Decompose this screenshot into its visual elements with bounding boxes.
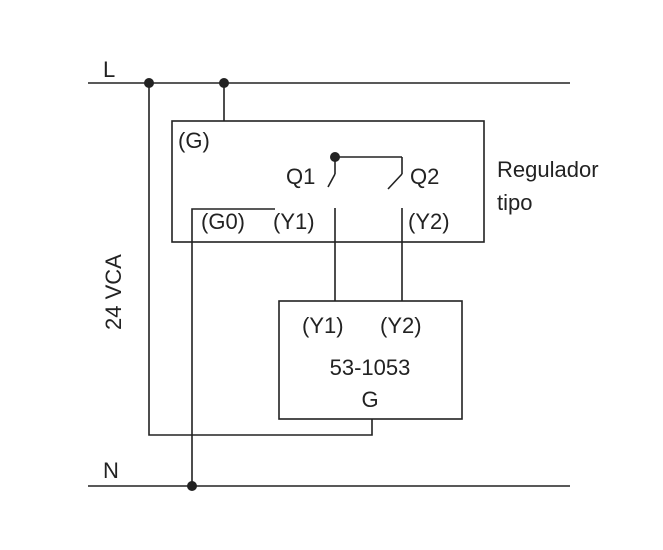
regulator-terminal-g: (G) <box>178 128 210 153</box>
junction-dot-l-right <box>219 78 229 88</box>
relay-q1-label: Q1 <box>286 164 315 189</box>
regulator-terminal-y2: (Y2) <box>408 209 450 234</box>
actuator-terminal-g: G <box>361 387 378 412</box>
neutral-label: N <box>103 458 119 483</box>
regulator-title-line1: Regulador <box>497 157 599 182</box>
wire-g0-to-neutral <box>191 208 275 486</box>
junction-dot-n <box>187 481 197 491</box>
relay-q2-label: Q2 <box>410 164 439 189</box>
actuator-model-label: 53-1053 <box>330 355 411 380</box>
supply-voltage-label: 24 VCA <box>101 254 126 330</box>
regulator-terminal-g0: (G0) <box>201 209 245 234</box>
relay-q1-contact <box>327 173 336 188</box>
actuator-terminal-y1: (Y1) <box>302 313 344 338</box>
regulator-terminal-y1: (Y1) <box>273 209 315 234</box>
relay-q2-contact <box>387 173 403 190</box>
wire-actuator-g-to-phase <box>148 83 373 436</box>
actuator-terminal-y2: (Y2) <box>380 313 422 338</box>
junction-dot-relay-common <box>330 152 340 162</box>
regulator-title-line2: tipo <box>497 190 532 215</box>
junction-dot-l-left <box>144 78 154 88</box>
regulator-box <box>171 120 485 243</box>
actuator-box <box>278 300 463 420</box>
phase-label: L <box>103 57 115 82</box>
